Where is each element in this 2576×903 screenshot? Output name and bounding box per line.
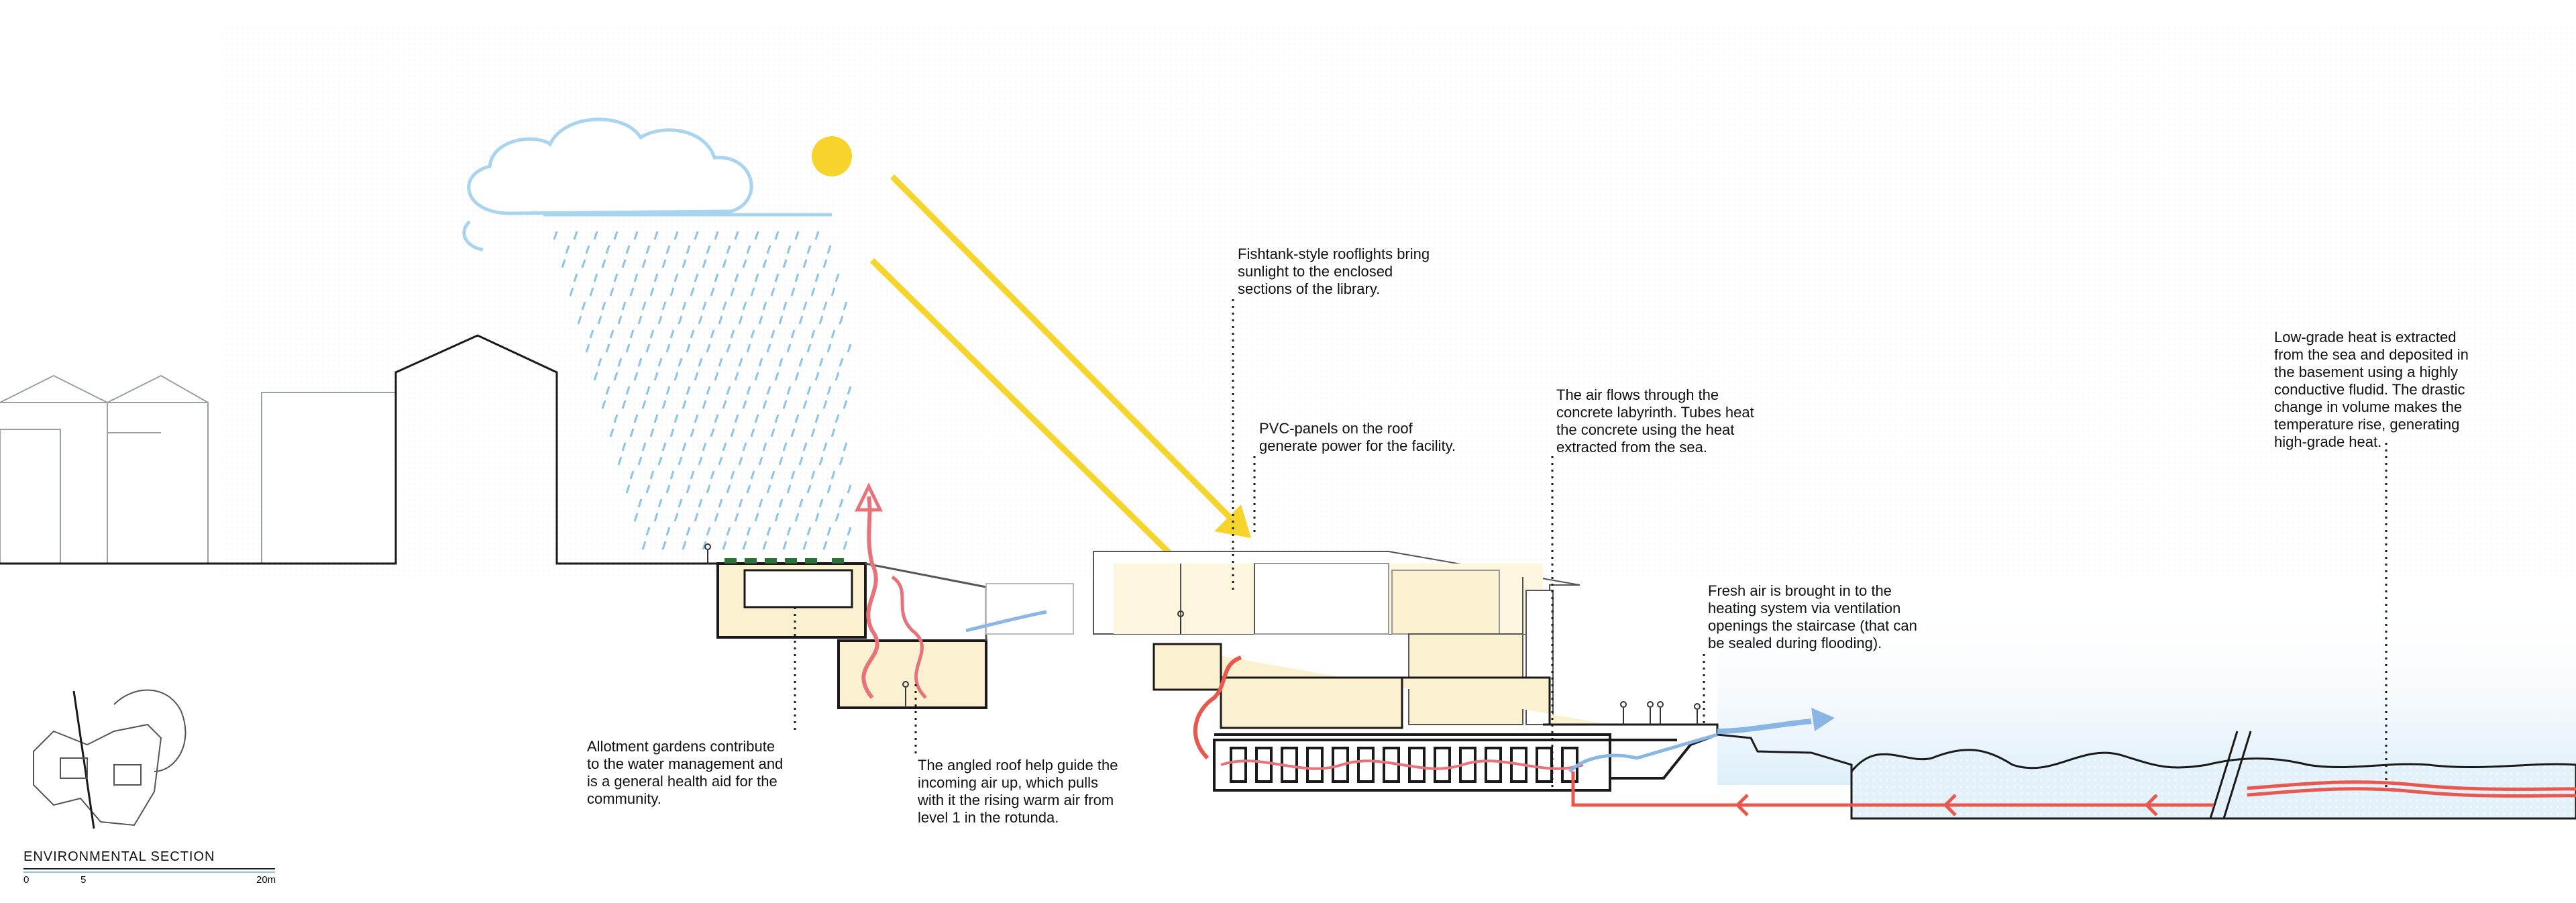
annotation-rooflights: Fishtank-style rooflights bring sunlight…	[1238, 246, 1430, 297]
sky-hatch	[221, 27, 2576, 577]
annotation-pvc-panels: PVC-panels on the roof generate power fo…	[1259, 420, 1456, 454]
sun	[812, 136, 852, 176]
heat-pipe	[1571, 772, 2576, 807]
annotation-air-flow: The air flows through the concrete labyr…	[1556, 386, 1754, 456]
sea	[1850, 749, 2576, 820]
people-figures	[704, 543, 1701, 725]
cloud	[462, 117, 832, 252]
scale-bar	[23, 868, 275, 873]
ground-line-left	[0, 334, 718, 565]
annotation-allotment-gardens: Allotment gardens contribute to the wate…	[587, 738, 784, 807]
annotation-heat-extraction: Low-grade heat is extracted from the sea…	[2274, 329, 2469, 450]
heat-flow-chevrons	[1735, 794, 2158, 816]
sun-rays	[869, 174, 1237, 606]
rotunda-air-paths	[861, 496, 1047, 699]
leader-lines	[794, 299, 2387, 792]
library-lower-floors	[1152, 643, 1610, 729]
fresh-air-arrowhead	[1811, 708, 1835, 731]
sea-air-gradient	[1717, 590, 2576, 785]
fresh-air-arrow	[1717, 719, 1812, 734]
cool-air-labyrinth	[1568, 733, 1718, 773]
neighbouring-buildings	[0, 374, 396, 564]
scale-tick-20m: 20m	[256, 874, 276, 886]
section-title: ENVIRONMENTAL SECTION	[23, 849, 215, 864]
annotation-angled-roof: The angled roof help guide the incoming …	[918, 757, 1118, 826]
key-plan	[33, 689, 186, 829]
warm-air-labyrinth	[1220, 759, 1584, 770]
warm-air-rising-library	[1193, 655, 1242, 760]
ground-line-right	[1543, 723, 2576, 773]
rotunda-building	[716, 558, 1074, 709]
section-break	[2209, 731, 2252, 819]
scale-tick-5: 5	[80, 874, 87, 886]
warm-air-exhaust-arrowhead	[855, 482, 883, 512]
scale-tick-0: 0	[23, 874, 30, 886]
annotation-fresh-air: Fresh air is brought in to the heating s…	[1708, 582, 1917, 651]
rain	[553, 231, 852, 550]
